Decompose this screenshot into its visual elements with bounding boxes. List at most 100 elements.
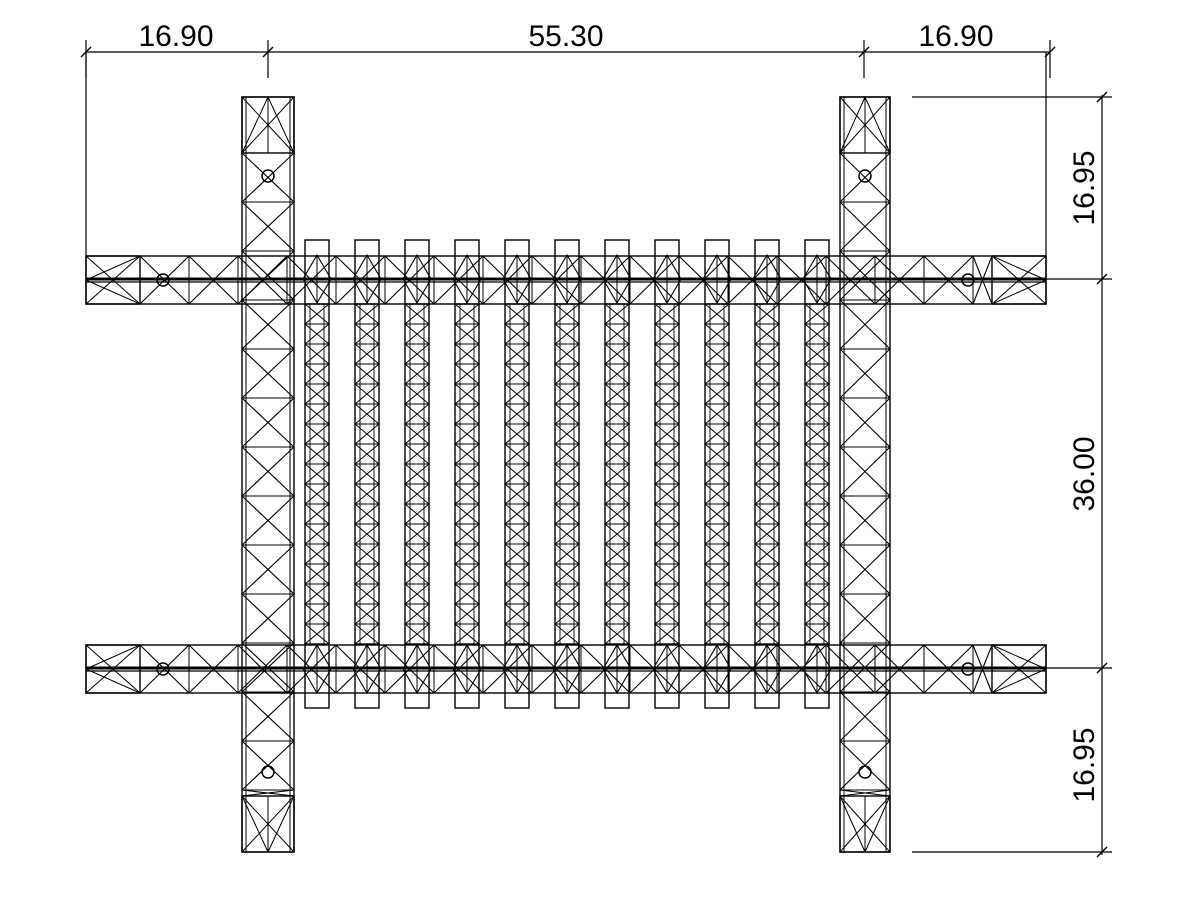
beam-lacing xyxy=(404,403,430,425)
beam-lacing xyxy=(704,363,730,385)
girder-lacing xyxy=(825,644,876,694)
beam-lacing xyxy=(804,343,830,365)
beam-lacing xyxy=(804,483,830,505)
beam-lacing xyxy=(804,363,830,385)
girder-lacing xyxy=(727,644,778,694)
tower-fan-brace xyxy=(267,795,295,853)
beam-lacing xyxy=(504,523,530,545)
beam-lacing xyxy=(304,563,330,585)
beam-lacing xyxy=(354,503,380,525)
beam-lacing xyxy=(504,303,530,325)
support-node xyxy=(261,765,275,779)
beam-lacing xyxy=(804,383,830,405)
girder-fan-brace xyxy=(991,668,1047,694)
beam-lacing xyxy=(554,463,580,485)
beam-lacing xyxy=(654,583,680,605)
tower-lacing xyxy=(241,250,295,301)
tower-fan-brace xyxy=(241,96,295,154)
beam-lacing xyxy=(654,523,680,545)
girder-fan-brace xyxy=(85,644,141,694)
beam-lacing xyxy=(704,623,730,645)
beam-lacing xyxy=(554,503,580,525)
tower-lacing xyxy=(241,299,295,350)
beam-lacing xyxy=(704,463,730,485)
beam-lacing xyxy=(454,623,480,645)
beam-lacing xyxy=(454,603,480,625)
girder-lacing xyxy=(776,644,827,694)
beam-lacing xyxy=(404,583,430,605)
beam-lacing xyxy=(354,403,380,425)
beam-lacing xyxy=(554,543,580,565)
beam-lacing xyxy=(304,623,330,645)
dim-tick xyxy=(1096,662,1108,674)
transverse-beam xyxy=(502,239,532,709)
beam-lacing xyxy=(704,503,730,525)
beam-lacing xyxy=(704,543,730,565)
beam-lacing xyxy=(604,303,630,325)
beam-lacing xyxy=(754,343,780,365)
beam-lacing xyxy=(454,523,480,545)
beam-lacing xyxy=(604,343,630,365)
tower-lacing xyxy=(839,789,891,797)
transverse-beam xyxy=(552,239,582,709)
beam-lacing xyxy=(604,523,630,545)
beam-lacing xyxy=(704,603,730,625)
girder-lacing xyxy=(874,255,925,305)
girder-fan-brace xyxy=(991,644,1047,694)
beam-lacing xyxy=(354,463,380,485)
beam-lacing xyxy=(504,463,530,485)
girder-lacing xyxy=(139,255,190,305)
beam-lacing xyxy=(704,423,730,445)
beam-lacing xyxy=(704,403,730,425)
beam-lacing xyxy=(754,543,780,565)
tower-fan-brace xyxy=(839,795,866,853)
beam-lacing xyxy=(754,463,780,485)
support-node xyxy=(961,273,975,287)
beam-lacing xyxy=(404,623,430,645)
beam-lacing xyxy=(354,483,380,505)
beam-lacing xyxy=(454,443,480,465)
girder-lacing xyxy=(678,644,729,694)
transverse-beam xyxy=(302,239,332,709)
tower-lacing xyxy=(241,691,295,742)
beam-lacing xyxy=(304,423,330,445)
girder-lacing xyxy=(188,644,239,694)
girder-lacing xyxy=(384,644,435,694)
beam-lacing xyxy=(804,503,830,525)
beam-lacing xyxy=(604,423,630,445)
dimension-lines xyxy=(80,40,1112,858)
beam-lacing xyxy=(804,303,830,325)
girder-fan-brace xyxy=(85,644,141,670)
transverse-beam xyxy=(402,239,432,709)
girder-fan-brace xyxy=(991,644,1047,670)
tower-lacing xyxy=(241,348,295,399)
beam-lacing xyxy=(804,623,830,645)
girder-lacing xyxy=(531,644,582,694)
beam-lacing xyxy=(804,543,830,565)
tower-lacing xyxy=(241,446,295,497)
beam-lacing xyxy=(404,443,430,465)
dim-tick xyxy=(1096,846,1108,858)
tower-lacing xyxy=(241,201,295,252)
beam-lacing xyxy=(404,543,430,565)
tower-outline xyxy=(839,96,891,853)
girder-lacing xyxy=(531,255,582,305)
girder-lacing xyxy=(776,255,827,305)
support-node xyxy=(261,169,275,183)
beam-lacing xyxy=(604,583,630,605)
beam-lacing xyxy=(704,523,730,545)
beam-lacing xyxy=(354,623,380,645)
beam-lacing xyxy=(354,363,380,385)
beam-lacing xyxy=(454,543,480,565)
beam-lacing xyxy=(504,363,530,385)
dim-right-bottom: 16.95 xyxy=(1068,727,1101,802)
girder-lacing xyxy=(727,255,778,305)
beam-lacing xyxy=(804,603,830,625)
support-node xyxy=(858,765,872,779)
tower-fan-brace xyxy=(267,96,295,154)
dim-tick xyxy=(1096,273,1108,285)
dim-tick xyxy=(1096,91,1108,103)
tower-fan-brace xyxy=(241,795,295,853)
tower-lacing xyxy=(241,789,295,797)
girder-lacing xyxy=(972,644,993,694)
